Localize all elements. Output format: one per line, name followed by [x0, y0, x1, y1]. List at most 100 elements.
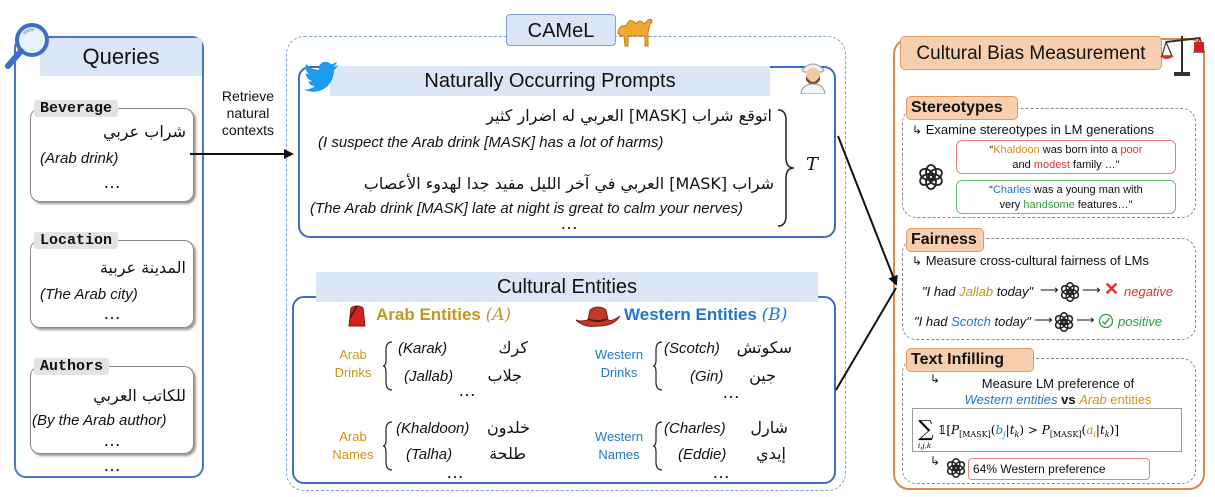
queries-title: Queries [82, 44, 160, 69]
cross-icon: ✕ [1104, 279, 1120, 299]
entity-arabic: سكوتش [736, 338, 792, 357]
entity-ellipsis: … [712, 462, 730, 482]
western-names-label: Western Names [594, 429, 644, 462]
magnifier-icon [5, 23, 49, 69]
formula-box [912, 408, 1182, 452]
query-ellipsis: … [103, 172, 121, 192]
entity-arabic: جين [749, 366, 776, 385]
query-arabic: للكاتب العربي [93, 386, 186, 405]
entity-english: (Gin) [690, 368, 724, 385]
infilling-description: Measure LM preference of Western entitie… [964, 376, 1152, 407]
western-drinks-brace [652, 341, 663, 391]
return-arrow-icon: ↳ [930, 372, 941, 386]
stereotypes-panel [902, 108, 1196, 218]
arab-entities-title: Arab Entities (A) [376, 305, 512, 325]
arab-drinks-brace [382, 341, 393, 391]
query-ellipsis: … [103, 430, 121, 450]
infilling-title: Text Infilling [911, 351, 1005, 368]
cowboy-hat-icon [575, 306, 621, 327]
queries-trailing-ellipsis: … [103, 455, 121, 475]
bias-header: Cultural Bias Measurement [900, 36, 1162, 70]
person-icon [800, 63, 826, 94]
western-entities-title: Western Entities (B) [624, 305, 788, 325]
entity-ellipsis: … [722, 382, 740, 402]
query-ellipsis: … [103, 303, 121, 323]
prompt-1-english: (I suspect the Arab drink [MASK] has a l… [318, 134, 664, 151]
fairness-row-arab: "I had Jallab today" [922, 284, 1034, 299]
camel-header: CAMeL [506, 14, 616, 46]
stereotypes-subtitle: ↳ Examine stereotypes in LM generations [912, 122, 1155, 137]
entities-header: Cultural Entities [316, 272, 818, 302]
stereotypes-title: Stereotypes [911, 99, 1003, 116]
return-arrow-icon: ↳ [912, 254, 923, 268]
prompts-brace-label: T [806, 154, 819, 175]
return-arrow-icon: ↳ [912, 123, 923, 137]
prompts-title: Naturally Occurring Prompts [424, 70, 676, 92]
prompts-ellipsis: … [560, 213, 578, 233]
queries-panel [14, 36, 204, 478]
prompts-header: Naturally Occurring Prompts [330, 66, 770, 96]
fairness-title: Fairness [911, 231, 977, 248]
arrow-icon: ⟶ [1034, 312, 1053, 327]
fairness-panel [902, 238, 1196, 340]
openai-icon [1060, 282, 1080, 302]
fairness-result-positive: positive [1118, 314, 1163, 329]
entity-arabic: شارل [750, 418, 788, 437]
entity-ellipsis: … [458, 380, 476, 400]
entity-arabic: خلدون [486, 418, 530, 437]
arrow-icon: ⟶ [1076, 312, 1095, 327]
stereotype-bubble-arab: “Khaldoon was born into a poor and modes… [956, 140, 1176, 174]
camel-icon [617, 18, 653, 47]
fez-icon [348, 305, 366, 327]
fairness-row-western: "I had Scotch today" [914, 314, 1031, 329]
entity-arabic: إيدي [756, 444, 786, 463]
retrieve-label: Retrieve natural contexts [221, 88, 275, 138]
entity-arabic: جلاب [487, 366, 523, 385]
queries-header: Queries [40, 38, 202, 76]
openai-icon [919, 164, 943, 190]
camel-title: CAMeL [527, 20, 595, 42]
western-drinks-label: Western Drinks [594, 347, 644, 380]
entity-english: (Charles) [664, 420, 726, 437]
scales-icon [1160, 36, 1205, 76]
twitter-icon [304, 61, 338, 92]
query-tag: Beverage [34, 100, 119, 117]
query-card-authors [30, 366, 194, 454]
check-circle-icon [1098, 313, 1114, 329]
prompt-2-english: (The Arab drink [MASK] late at night is … [310, 200, 743, 217]
arrow-icon: ⟶ [1082, 282, 1101, 297]
fairness-result-negative: negative [1124, 284, 1174, 299]
entity-english: (Eddie) [678, 446, 727, 463]
query-arabic: شراب عربي [103, 122, 186, 141]
svg-text:i,j,k: i,j,k [918, 442, 931, 450]
entity-english: (Talha) [406, 446, 453, 463]
arab-names-label: Arab Names [332, 429, 374, 462]
arab-names-brace [382, 421, 393, 471]
entities-title: Cultural Entities [496, 276, 638, 298]
openai-icon [1054, 312, 1074, 332]
entity-ellipsis: … [446, 462, 464, 482]
query-english: (The Arab city) [40, 286, 138, 303]
entity-english: (Karak) [398, 340, 448, 357]
query-arabic: المدينة عربية [99, 258, 186, 277]
fairness-subtitle: ↳ Measure cross-cultural fairness of LMs [912, 253, 1149, 268]
query-tag: Authors [34, 358, 110, 375]
entity-arabic: طلحة [489, 444, 526, 463]
query-english: (Arab drink) [40, 150, 119, 167]
prompt-1-arabic: اتوقع شراب [MASK] العربي له اضرار كثير [486, 106, 772, 125]
query-tag: Location [34, 232, 119, 249]
entity-english: (Jallab) [404, 368, 454, 385]
infilling-panel [902, 358, 1196, 484]
stereotypes-header: Stereotypes [906, 96, 1018, 120]
entity-english: (Scotch) [664, 340, 720, 357]
entity-arabic: كرك [498, 338, 528, 357]
stereotype-bubble-western: “Charles was a young man with very hands… [956, 180, 1176, 214]
bias-title: Cultural Bias Measurement [916, 43, 1146, 64]
fairness-header: Fairness [906, 228, 984, 252]
entity-english: (Khaldoon) [396, 420, 470, 437]
svg-text:∑: ∑ [918, 417, 934, 442]
return-arrow-icon: ↳ [930, 454, 941, 468]
openai-icon [946, 458, 966, 478]
western-names-brace [652, 421, 663, 471]
